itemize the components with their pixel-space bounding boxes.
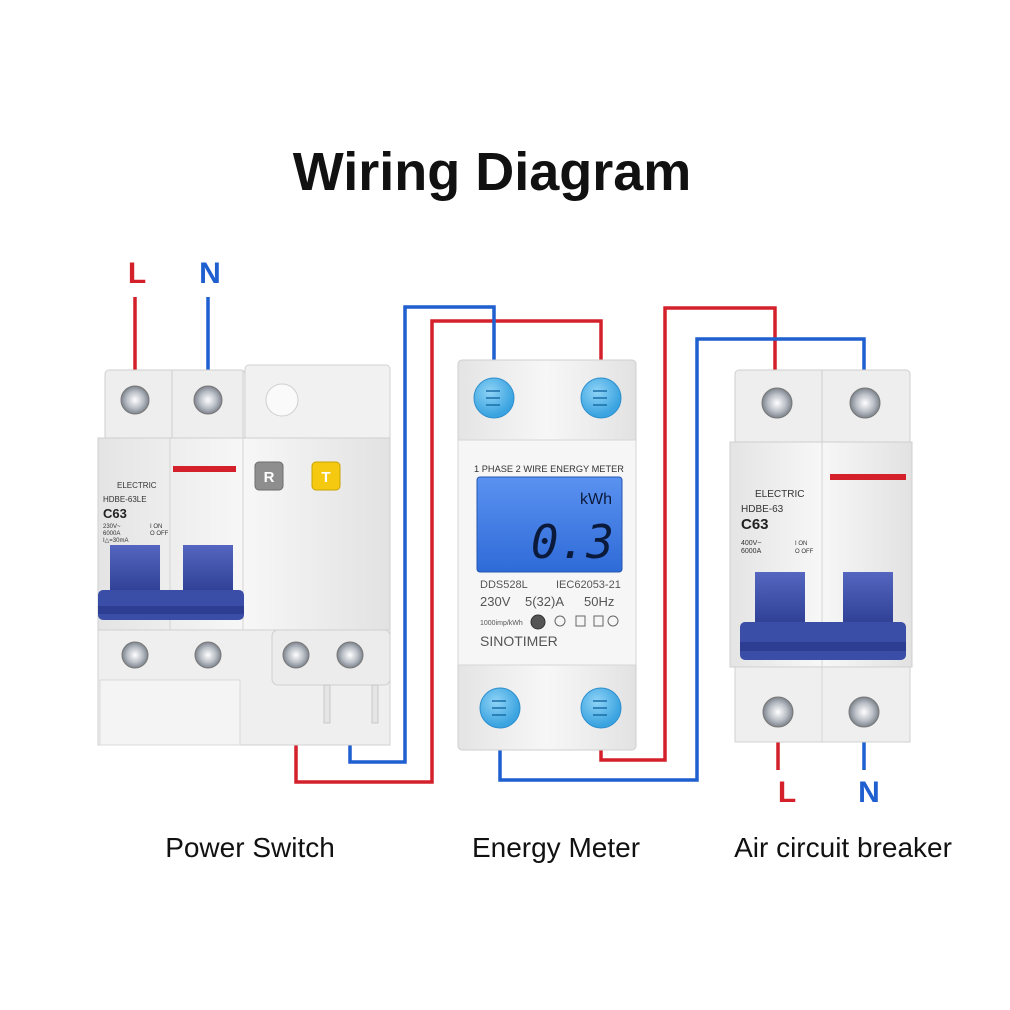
meter-standard: IEC62053-21	[556, 579, 621, 591]
meter-current: 5(32)A	[525, 594, 564, 609]
meter-model: DDS528L	[480, 579, 528, 591]
meter-voltage: 230V	[480, 594, 511, 609]
breaker-off-label: O OFF	[795, 549, 814, 555]
meter-to-breaker-neutral-wire	[498, 337, 866, 782]
switch-line-out-screw	[282, 641, 310, 669]
switch-neutral-in-screw	[193, 385, 223, 415]
top-line-label: L	[128, 257, 146, 290]
meter-pulse-led	[530, 614, 546, 630]
breaker-line-out-screw	[762, 696, 794, 728]
breaker-brand: ELECTRIC	[755, 489, 804, 500]
meter-frequency: 50Hz	[584, 594, 614, 609]
switch-model: HDBE-63LE	[103, 495, 147, 504]
trip-indicator	[173, 466, 236, 472]
breaker-neutral-in-screw	[849, 387, 881, 419]
breaker-rating: C63	[741, 516, 769, 533]
meter-lcd	[476, 476, 623, 573]
switch-bottom-screw-2	[194, 641, 222, 669]
meter-brand: SINOTIMER	[480, 633, 558, 649]
switch-to-meter-line-wire	[294, 319, 603, 784]
bottom-neutral-label: N	[858, 776, 880, 809]
certification-icons	[554, 615, 619, 627]
power-switch: R T ELECTRIC HDBE-63LE C63 230V~ 6000A I…	[97, 364, 391, 746]
test-button[interactable]	[311, 461, 341, 491]
meter-to-breaker-line-wire	[599, 306, 777, 762]
switch-bottom-screw-1	[121, 641, 149, 669]
meter-line-in-terminal	[580, 377, 622, 419]
switch-spec-1: 230V~	[103, 524, 121, 530]
test-button-label: T	[321, 469, 330, 486]
reset-button[interactable]	[254, 461, 284, 491]
breaker-trip-indicator	[830, 474, 906, 480]
switch-spec-3: I△=30mA	[103, 538, 128, 544]
breaker-model: HDBE-63	[741, 504, 784, 515]
switch-brand: ELECTRIC	[117, 481, 157, 490]
meter-line-out-terminal	[580, 687, 622, 729]
energy-meter-caption: Energy Meter	[472, 832, 640, 863]
switch-on-label: I ON	[150, 524, 162, 530]
diagram-title: Wiring Diagram	[293, 142, 692, 202]
meter-neutral-in-terminal	[473, 377, 515, 419]
power-switch-caption: Power Switch	[165, 832, 335, 863]
top-neutral-label: N	[199, 257, 221, 290]
breaker-on-label: I ON	[795, 541, 807, 547]
breaker-spec-1: 400V~	[741, 540, 761, 547]
meter-neutral-out-terminal	[479, 687, 521, 729]
breaker-line-in-screw	[761, 387, 793, 419]
meter-impulse: 1000imp/kWh	[480, 620, 523, 627]
switch-neutral-out-screw	[336, 641, 364, 669]
meter-header: 1 PHASE 2 WIRE ENERGY METER	[474, 464, 625, 474]
test-port	[265, 383, 299, 417]
breaker-neutral-out-screw	[848, 696, 880, 728]
meter-reading: 0.3	[531, 515, 614, 569]
breaker-spec-2: 6000A	[741, 548, 762, 555]
switch-rating: C63	[103, 506, 127, 521]
air-breaker-caption: Air circuit breaker	[734, 832, 952, 863]
switch-line-in-screw	[120, 385, 150, 415]
switch-spec-2: 6000A	[103, 531, 120, 537]
air-circuit-breaker: ELECTRIC HDBE-63 C63 400V~ 6000A I ON O …	[729, 369, 913, 743]
energy-meter: 1 PHASE 2 WIRE ENERGY METER kWh 0.3 DDS5…	[457, 359, 637, 751]
switch-off-label: O OFF	[150, 531, 169, 537]
switch-handle[interactable]	[98, 545, 244, 620]
meter-unit: kWh	[580, 491, 612, 508]
bottom-line-label: L	[778, 776, 796, 809]
breaker-handle[interactable]	[740, 572, 906, 660]
reset-button-label: R	[264, 469, 275, 486]
